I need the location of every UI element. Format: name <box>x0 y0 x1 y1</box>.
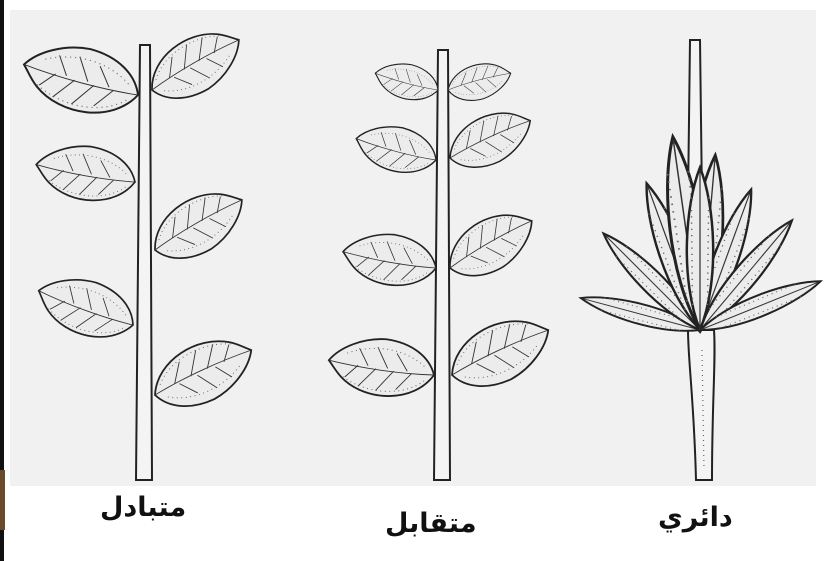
alternate-plant <box>16 17 263 480</box>
opposite-plant <box>325 50 560 480</box>
caption-opposite: متقابل <box>385 508 477 539</box>
caption-whorled: دائري <box>658 502 733 533</box>
whorled-plant <box>578 40 824 480</box>
caption-alternate: متبادل <box>100 492 186 523</box>
